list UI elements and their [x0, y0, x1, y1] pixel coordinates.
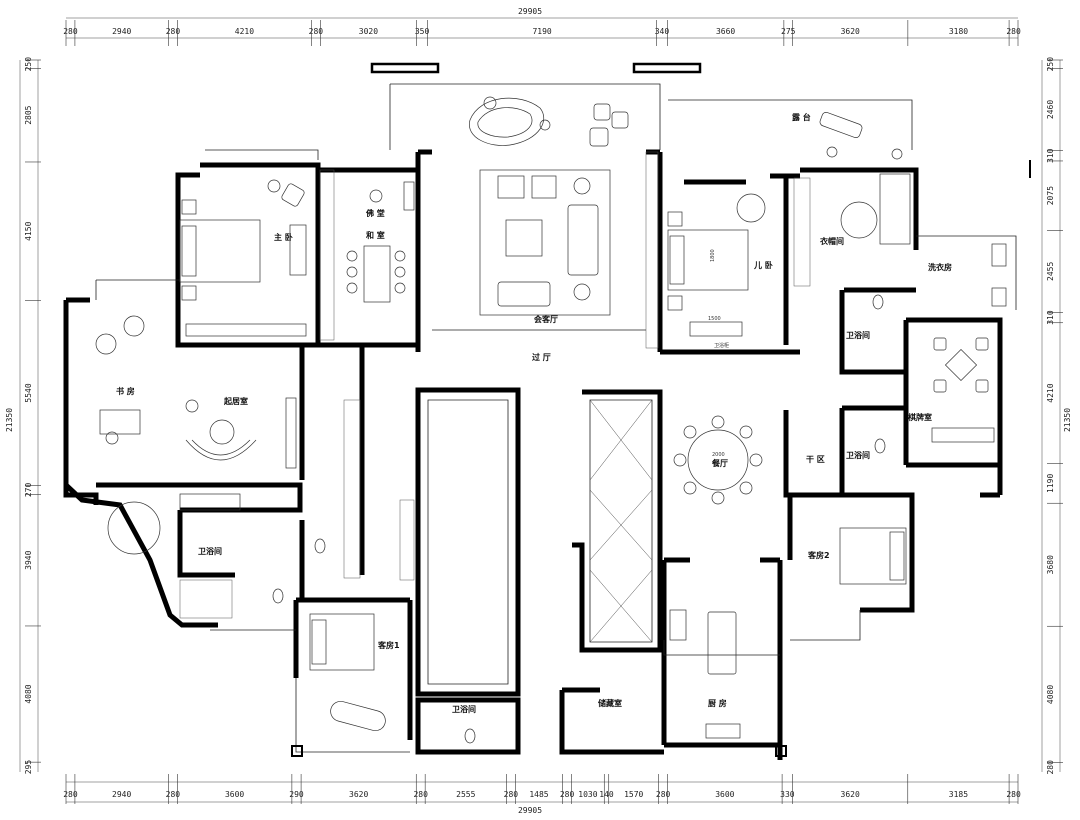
right-2: 310	[1046, 148, 1055, 163]
room-label-bath-4: 卫浴间	[452, 704, 476, 714]
bottom-0: 280	[63, 790, 78, 799]
right-10: 280	[1046, 760, 1055, 775]
room-label-reception: 会客厅	[534, 314, 558, 324]
room-label-tatami: 和 室	[366, 230, 385, 240]
right-4: 2455	[1046, 262, 1055, 281]
bottom-16: 330	[780, 790, 795, 799]
bottom-10: 280	[560, 790, 575, 799]
bottom-15: 3600	[715, 790, 734, 799]
bottom-17: 3620	[841, 790, 860, 799]
bottom-14: 280	[656, 790, 671, 799]
room-label-closet: 衣帽间	[820, 236, 844, 246]
bottom-18: 3185	[949, 790, 968, 799]
right-1: 2460	[1046, 100, 1055, 119]
bottom-1: 2940	[112, 790, 131, 799]
top-4: 280	[309, 27, 324, 36]
room-label-hall: 过 厅	[532, 352, 551, 362]
left-1: 2805	[24, 105, 33, 124]
bottom-12: 140	[599, 790, 614, 799]
furniture	[95, 96, 1007, 744]
bottom-19: 280	[1006, 790, 1021, 799]
top-13: 280	[1006, 27, 1021, 36]
top-7: 7190	[532, 27, 551, 36]
kids-bed-dim: 1500	[708, 316, 721, 322]
top-6: 350	[415, 27, 430, 36]
bottom-5: 3620	[349, 790, 368, 799]
walls	[63, 62, 1017, 760]
left-4: 270	[24, 483, 33, 498]
right-8: 3680	[1046, 555, 1055, 574]
room-label-bath-3: 卫浴间	[198, 546, 222, 556]
left-3: 5540	[24, 383, 33, 402]
bottom-7: 2555	[456, 790, 475, 799]
top-12: 3180	[949, 27, 968, 36]
left-0: 250	[24, 57, 33, 72]
room-label-guest-1: 客房1	[377, 640, 400, 650]
right-0: 250	[1046, 57, 1055, 72]
bottom-9: 1485	[529, 790, 548, 799]
right-3: 2075	[1046, 186, 1055, 205]
bottom-11: 1030	[578, 790, 597, 799]
dim-total-top: 29905	[518, 7, 542, 16]
bottom-3: 3600	[225, 790, 244, 799]
room-label-buddha: 佛 堂	[365, 208, 385, 218]
kids-cabinet-label: 卫浴柜	[714, 342, 729, 349]
room-label-kitchen: 厨 房	[708, 698, 727, 708]
room-label-laundry: 洗衣房	[928, 262, 952, 272]
top-5: 3020	[359, 27, 378, 36]
right-6: 4210	[1046, 383, 1055, 402]
bottom-8: 280	[504, 790, 519, 799]
room-label-storage: 储藏室	[597, 698, 622, 708]
top-0: 280	[63, 27, 78, 36]
right-9: 4080	[1046, 685, 1055, 704]
room-label-guest-2: 客房2	[807, 550, 830, 560]
room-label-study: 书 房	[116, 386, 135, 396]
dim-total-left: 21350	[5, 408, 14, 432]
top-8: 340	[655, 27, 670, 36]
dimension-lines-bottom: 29905 280 2940 280 3600 290 3620 280 2555 280 148…	[63, 774, 1021, 815]
top-1: 2940	[112, 27, 131, 36]
top-11: 3620	[841, 27, 860, 36]
room-label-chess: 棋牌室	[907, 412, 932, 422]
top-10: 275	[781, 27, 796, 36]
left-6: 4080	[24, 684, 33, 703]
dimension-lines-left: 21350 250 2805 4150 5540 270 3940 4080 295	[5, 57, 41, 775]
dining-table-dim: 2000	[712, 452, 725, 458]
room-label-dining: 餐厅	[711, 458, 728, 468]
dim-total-right: 21350	[1063, 408, 1072, 432]
top-2: 280	[166, 27, 181, 36]
top-3: 4210	[235, 27, 254, 36]
room-label-living: 起居室	[223, 396, 248, 406]
bottom-13: 1570	[624, 790, 643, 799]
right-7: 1190	[1046, 474, 1055, 493]
room-label-dry-area: 干 区	[806, 455, 825, 464]
left-7: 295	[24, 760, 33, 775]
dimension-lines-top: 29905 280 2940 280 4210 280 3020 350 7190 340 366…	[63, 7, 1021, 46]
room-label-master-bedroom: 主 卧	[274, 232, 293, 242]
dim-total-bottom: 29905	[518, 806, 542, 815]
room-labels: 露 台 会客厅 佛 堂 和 室 主 卧 儿 卧 衣帽间 洗衣房 卫浴间 棋牌室 …	[116, 112, 952, 714]
dimension-lines-right: 21350 250 2460 310 2075 2455 310 4210 1190 3680 4…	[1029, 57, 1072, 775]
room-label-bath-1: 卫浴间	[846, 330, 870, 340]
left-2: 4150	[24, 221, 33, 240]
right-5: 310	[1046, 310, 1055, 325]
bottom-4: 290	[289, 790, 304, 799]
annotations: 2000 1500 1800 卫浴柜	[708, 249, 729, 458]
room-label-terrace: 露 台	[792, 112, 811, 122]
top-9: 3660	[716, 27, 735, 36]
left-5: 3940	[24, 550, 33, 569]
kids-bed-dim-v: 1800	[710, 249, 716, 262]
bottom-2: 280	[166, 790, 181, 799]
room-label-kids-bedroom: 儿 卧	[753, 260, 773, 270]
bottom-6: 280	[413, 790, 428, 799]
room-label-bath-2: 卫浴间	[846, 450, 870, 460]
